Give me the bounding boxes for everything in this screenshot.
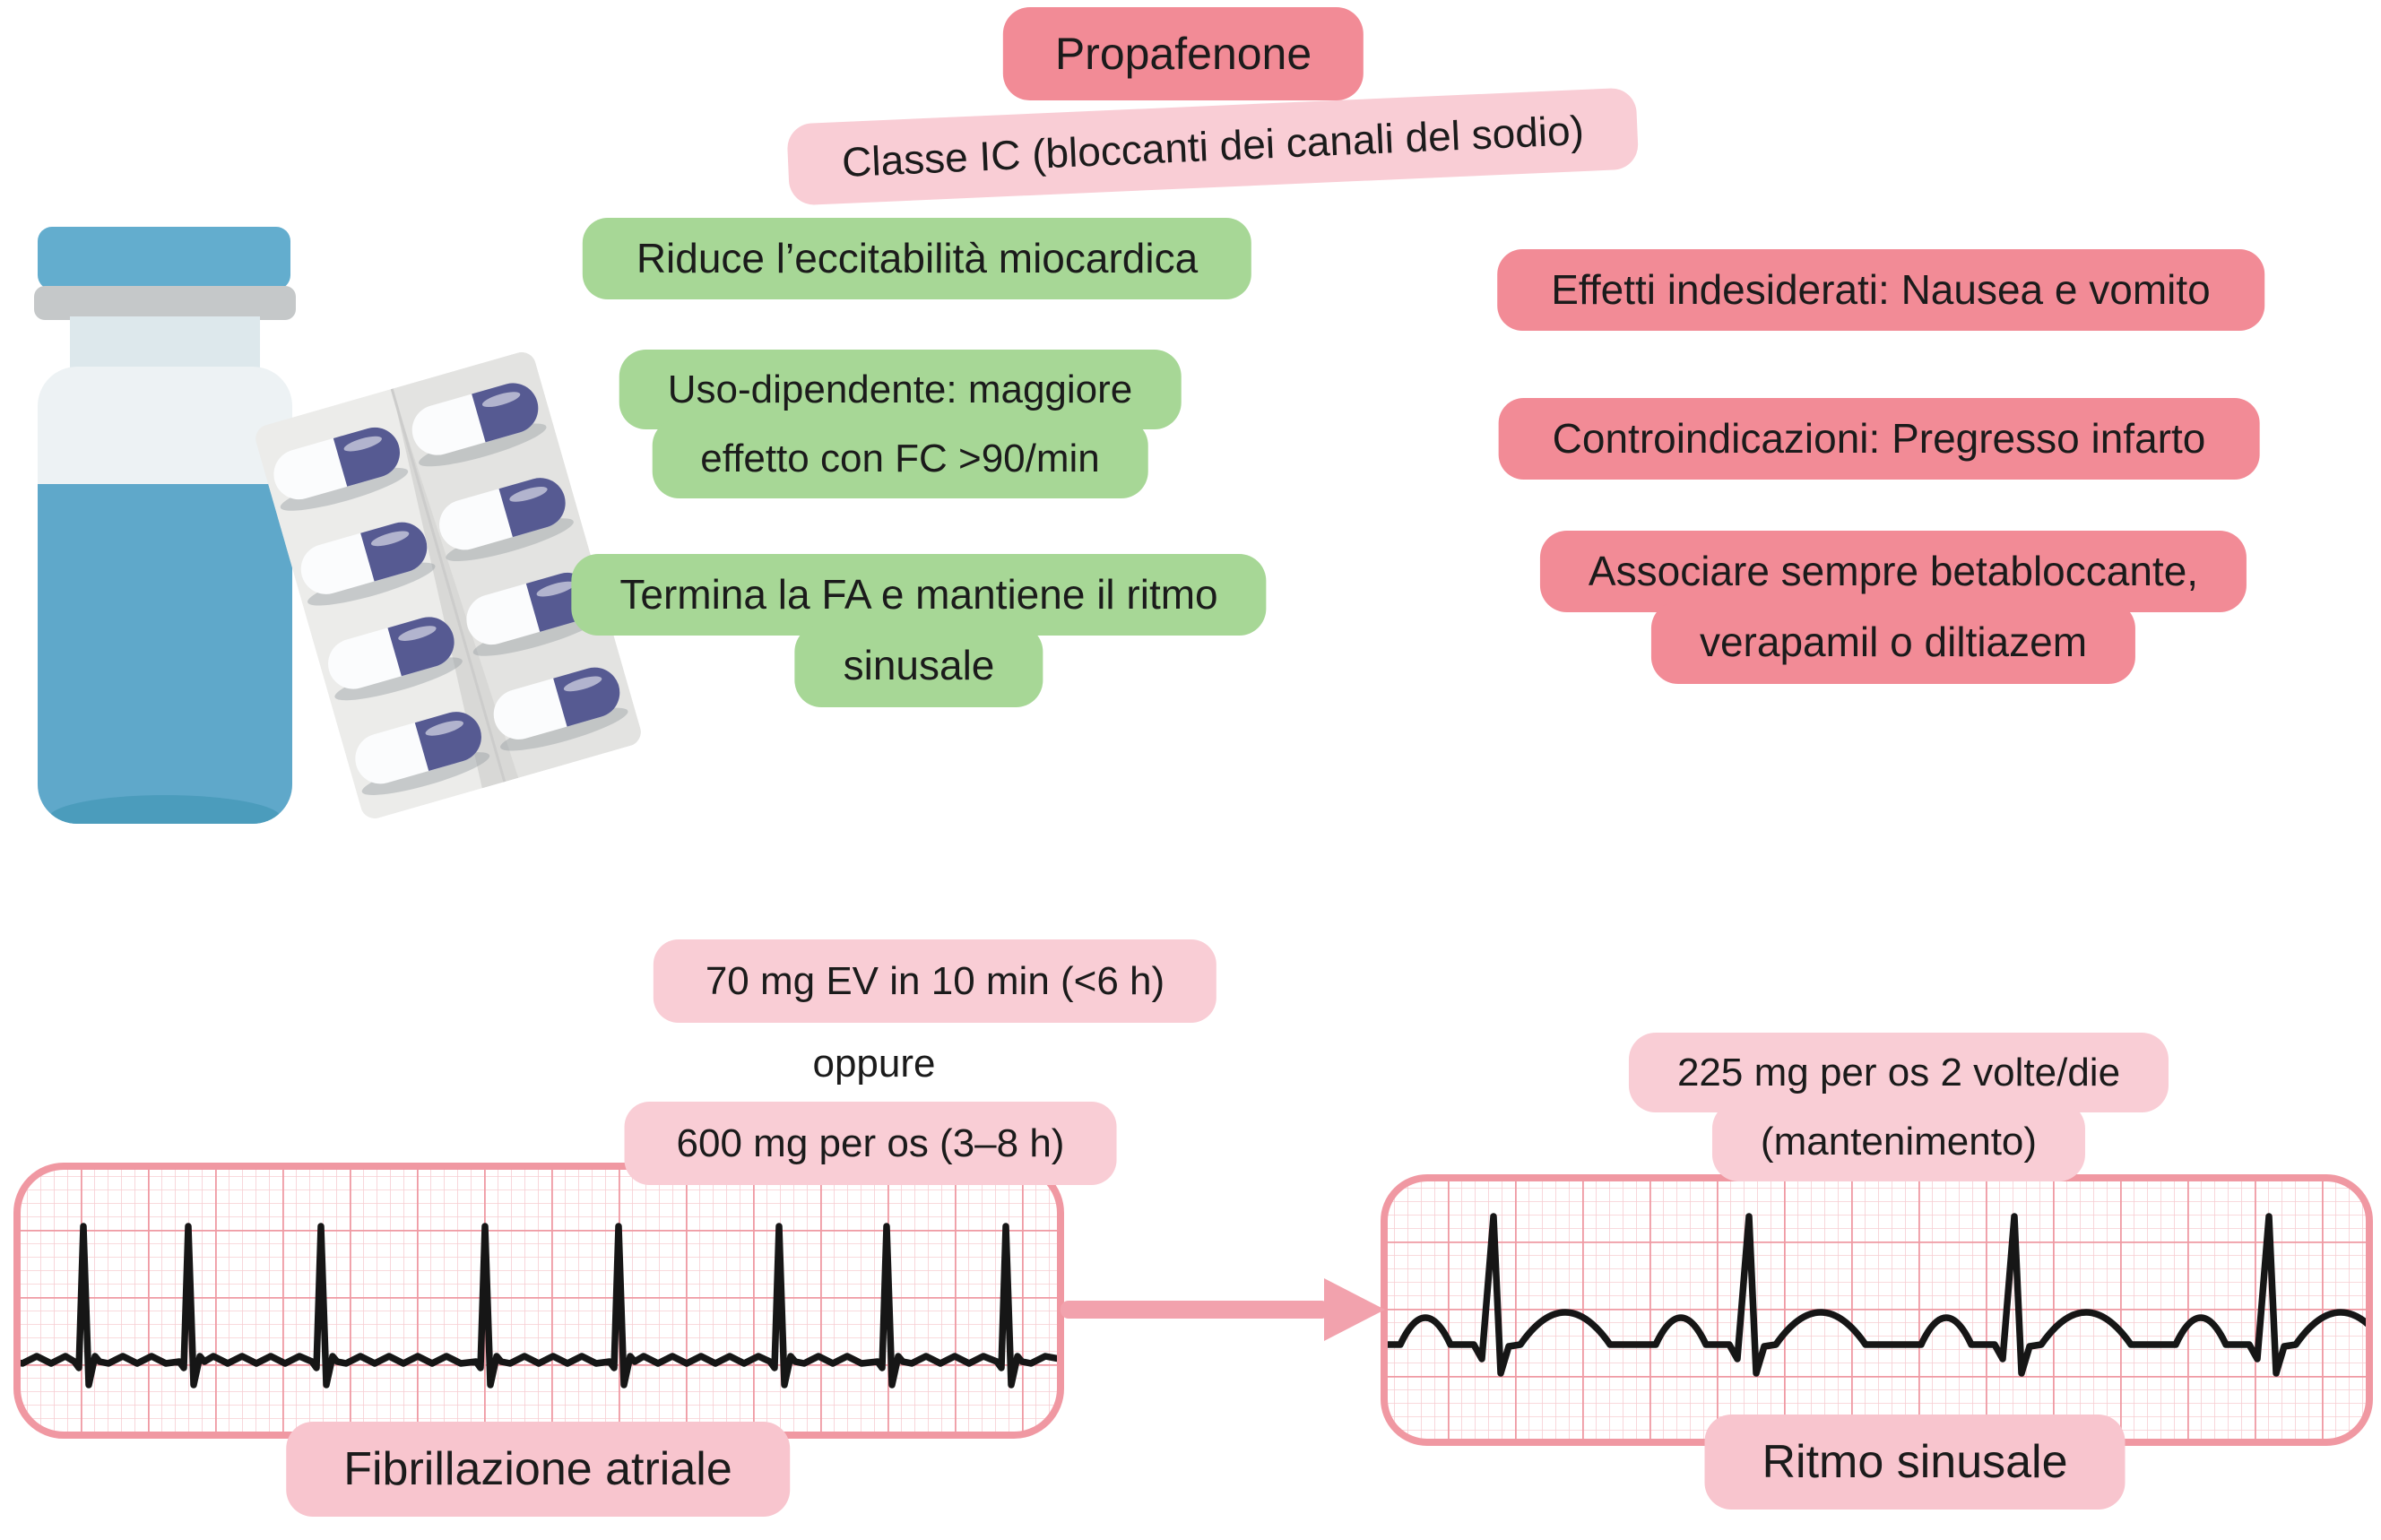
benefit-text-line: Uso-dipendente: maggiore	[619, 350, 1182, 430]
vial-metal-ring	[34, 286, 296, 320]
page-title: Propafenone	[1054, 29, 1312, 79]
warning-text-line: Associare sempre betabloccante,	[1539, 531, 2247, 613]
vial-bottom-shade	[48, 795, 281, 824]
benefit-text-line: Termina la FA e mantiene il ritmo	[571, 554, 1267, 636]
vial-and-blister-illustration	[34, 227, 645, 824]
benefit-text-line: effetto con FC >90/min	[652, 419, 1148, 499]
blister-fold-shadow	[392, 388, 519, 789]
vial-neck	[70, 316, 260, 370]
benefit-text-line: sinusale	[794, 625, 1043, 707]
iv-dose-text: 70 mg EV in 10 min (<6 h)	[705, 959, 1165, 1003]
oral-dose-badge: 600 mg per os (3–8 h)	[624, 1102, 1117, 1186]
benefit-badge-excitability: Riduce l’eccitabilità miocardica	[582, 218, 1252, 300]
sinus-label: Ritmo sinusale	[1704, 1415, 2126, 1510]
side-effects-badge: Effetti indesiderati: Nausea e vomito	[1497, 249, 2264, 332]
ecg-trace-afib	[17, 1223, 1061, 1389]
sinus-ecg-strip	[1381, 1174, 2373, 1446]
afib-ecg-strip	[13, 1163, 1064, 1439]
warning-text-line: verapamil o diltiazem	[1650, 601, 2136, 684]
flow-arrow	[1061, 1278, 1385, 1341]
ecg-trace-sinus	[1384, 1213, 2369, 1377]
class-badge-label: Classe IC (bloccanti dei canali del sodi…	[841, 106, 1585, 186]
arrow-head	[1324, 1278, 1385, 1341]
maintenance-dose-line: 225 mg per os 2 volte/die	[1628, 1033, 2169, 1113]
sinus-grid	[1384, 1178, 2369, 1442]
arrow-shaft	[1061, 1301, 1329, 1319]
warning-text: Controindicazioni: Pregresso infarto	[1552, 415, 2206, 462]
afib-label: Fibrillazione atriale	[286, 1422, 790, 1518]
class-badge: Classe IC (bloccanti dei canali del sodi…	[786, 87, 1640, 207]
medicine-vial	[34, 227, 296, 824]
sinus-label-text: Ritmo sinusale	[1762, 1436, 2068, 1488]
afib-grid	[17, 1166, 1061, 1435]
benefit-badge-use-dependence: Uso-dipendente: maggiore effetto con FC …	[619, 350, 1182, 499]
oral-dose-text: 600 mg per os (3–8 h)	[676, 1121, 1065, 1165]
vial-liquid	[38, 484, 292, 824]
iv-dose-badge: 70 mg EV in 10 min (<6 h)	[653, 939, 1217, 1024]
afib-label-text: Fibrillazione atriale	[343, 1443, 732, 1495]
benefit-text: Riduce l’eccitabilità miocardica	[636, 235, 1199, 281]
or-text: oppure	[812, 1042, 936, 1086]
benefit-badge-rhythm: Termina la FA e mantiene il ritmo sinusa…	[571, 554, 1267, 707]
maintenance-dose-badge: 225 mg per os 2 volte/die (mantenimento)	[1628, 1033, 2169, 1182]
vial-cap	[38, 227, 290, 290]
pill-blister-pack	[252, 349, 645, 822]
blister-crease	[390, 388, 507, 783]
title-badge: Propafenone	[1002, 7, 1364, 100]
contraindications-badge: Controindicazioni: Pregresso infarto	[1498, 398, 2260, 480]
maintenance-dose-line: (mantenimento)	[1711, 1102, 2086, 1182]
warning-text: Effetti indesiderati: Nausea e vomito	[1551, 266, 2211, 313]
combination-badge: Associare sempre betabloccante, verapami…	[1539, 531, 2247, 684]
